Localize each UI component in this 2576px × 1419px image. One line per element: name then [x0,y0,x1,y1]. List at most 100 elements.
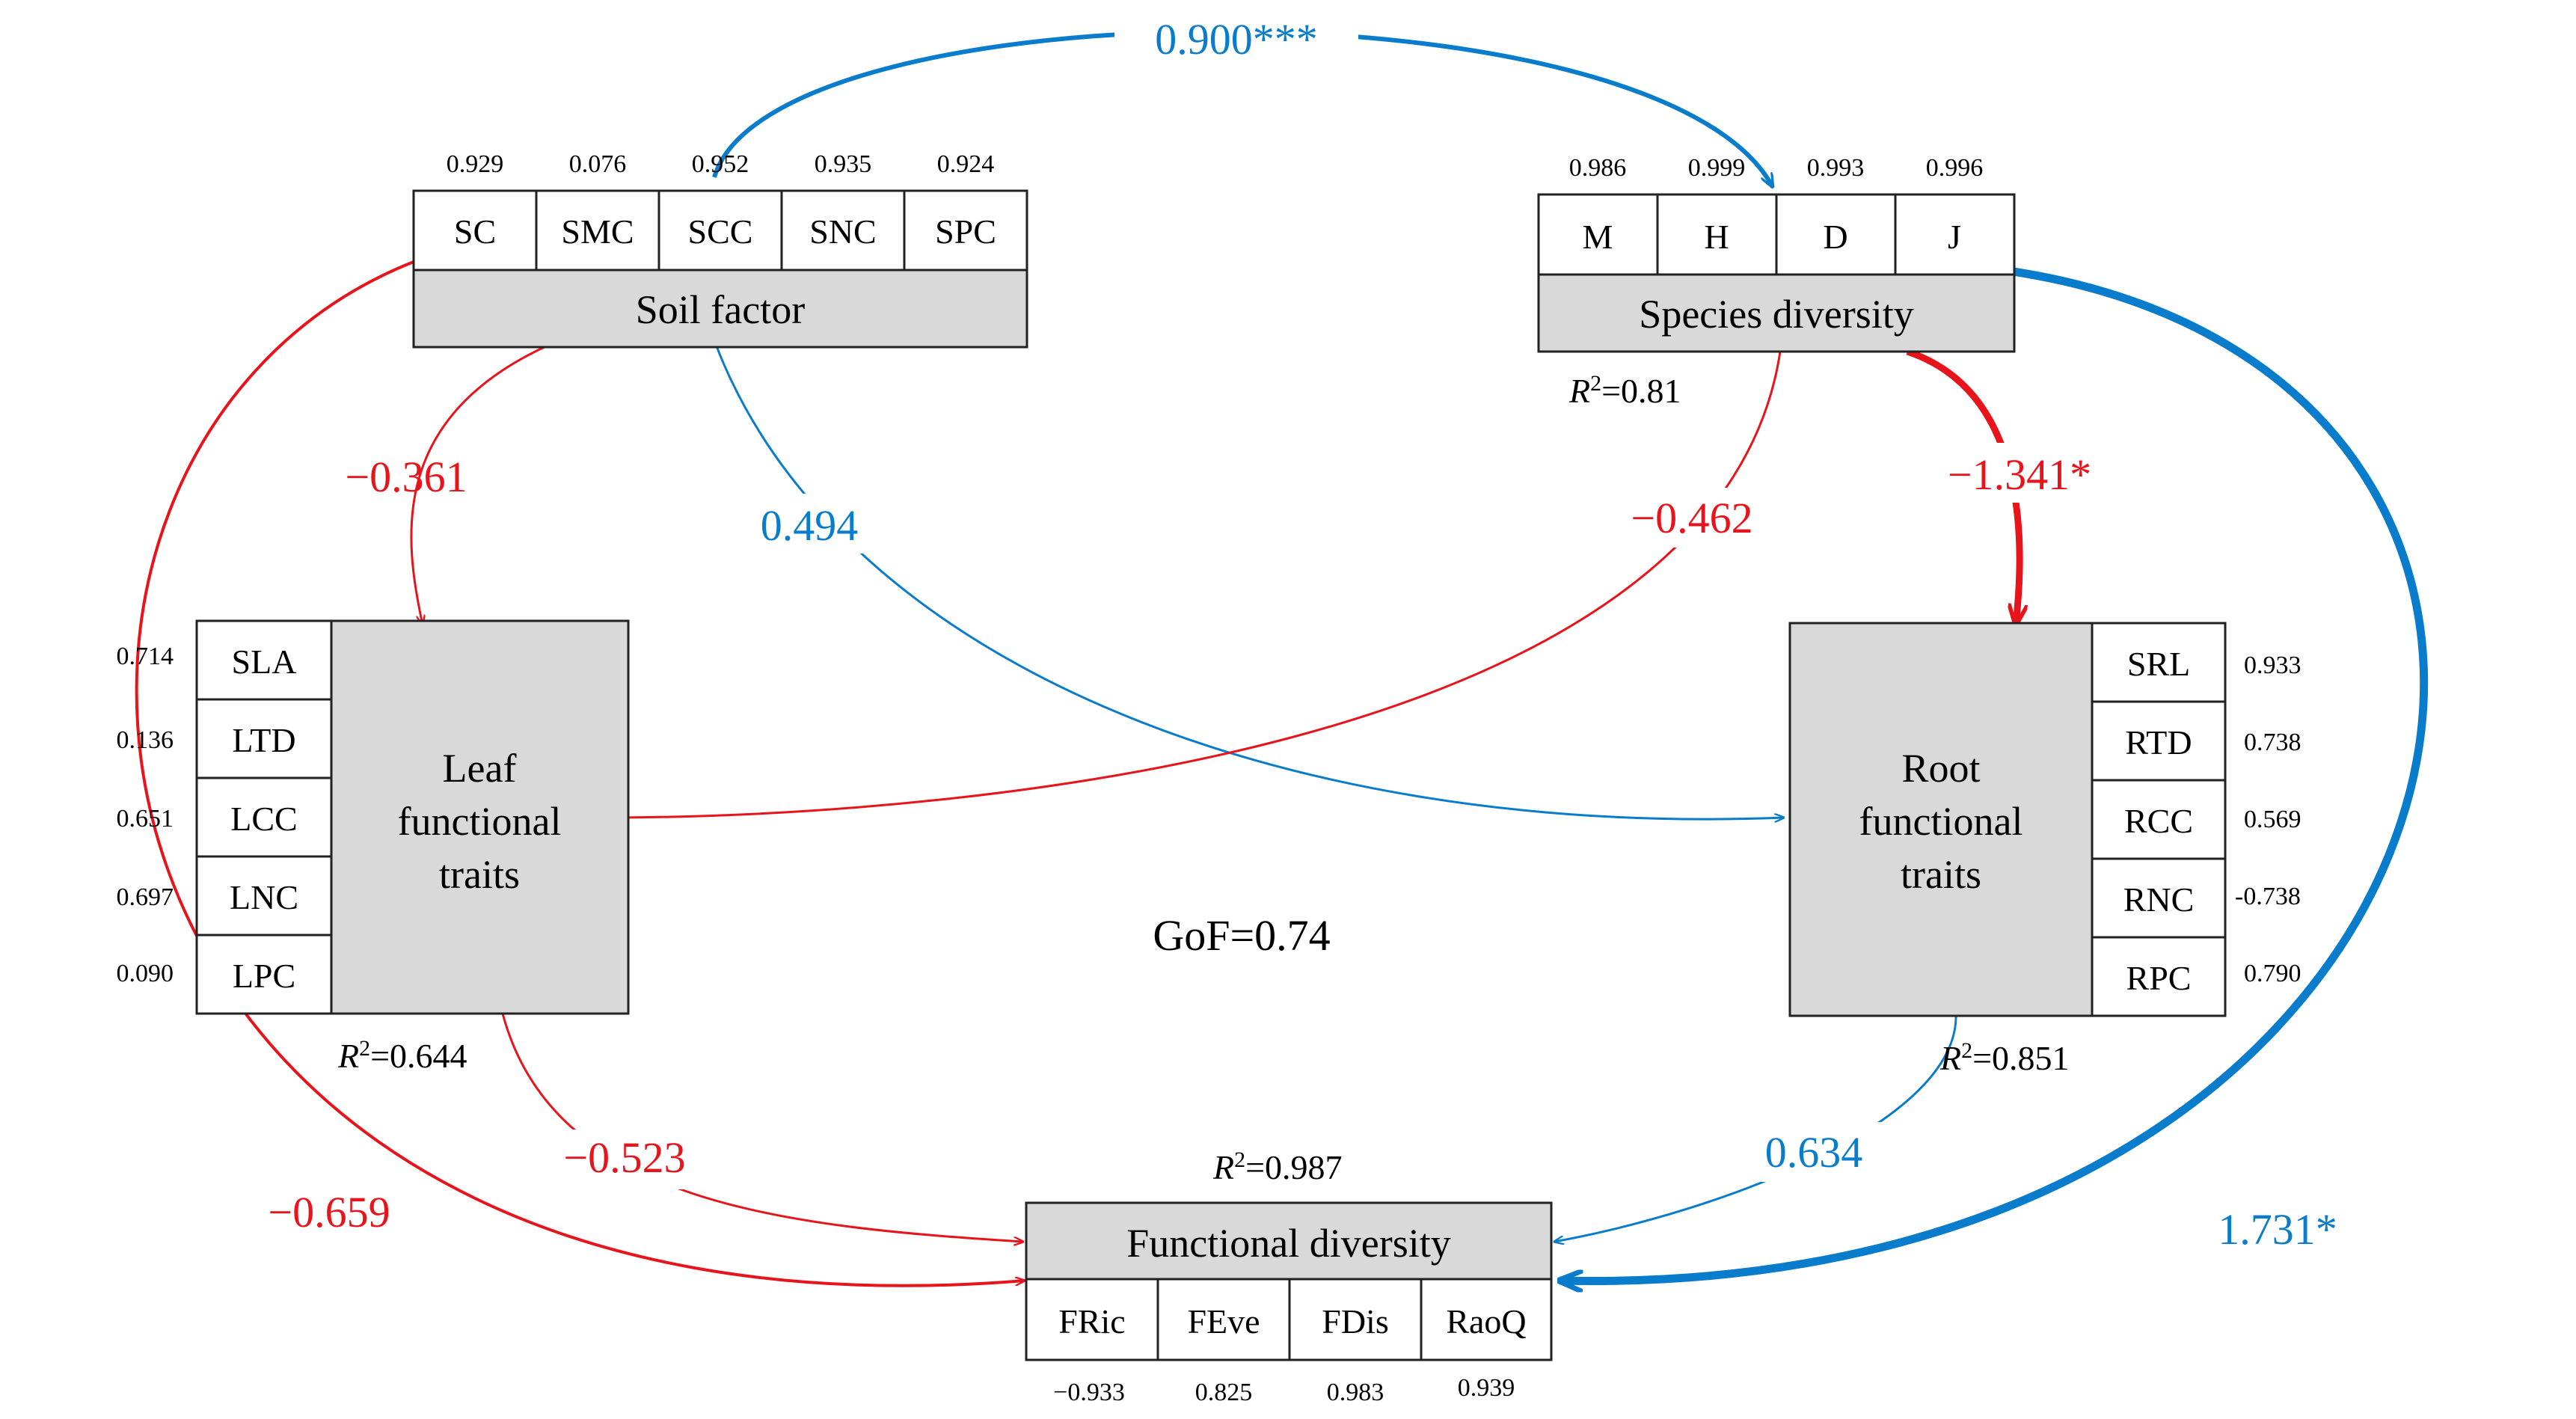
functional-r2-value: =0.987 [1245,1148,1342,1186]
soil-item-label: SC [454,212,496,251]
soil-item-label: SMC [561,212,634,251]
species-title: Species diversity [1639,292,1913,337]
root-title-line: Root [1901,746,1980,791]
functional-item-label: FRic [1058,1302,1125,1340]
species-item-label: H [1704,218,1729,256]
r2-superscript: 2 [1234,1147,1245,1172]
soil-item-label: SPC [935,212,996,251]
leaf-item-label: LNC [230,878,298,916]
leaf-r2-value: =0.644 [370,1037,467,1075]
r2-superscript: 2 [1590,371,1601,396]
soil-cell-scc [657,189,783,272]
leaf-cell-sla [195,619,333,701]
coef-species-leaf: −0.462 [1631,494,1752,542]
species-r2-value: =0.81 [1601,372,1681,410]
species-item-label: D [1823,218,1847,256]
root-title-line: traits [1901,852,1981,897]
functional-item-label: RaoQ [1446,1302,1526,1340]
leaf-item-label: LCC [230,800,297,838]
root-item-label: RPC [2126,959,2192,997]
coef-leaf-functional: −0.523 [563,1133,685,1182]
soil-factor-box: SC SMC SCC SNC SPC Soil factor 0.929 0.0… [412,150,1028,349]
leaf-title-line: functional [398,799,562,844]
root-item-label: RCC [2124,802,2193,840]
functional-title: Functional diversity [1126,1221,1450,1266]
coef-species-root: −1.341* [1948,450,2091,499]
species-cell-j [1894,193,2016,276]
coef-root-functional: 0.634 [1765,1128,1863,1177]
path-soil-leaf [410,345,547,625]
root-traits-box: SRL RTD RCC RNC RPC Root functional trai… [1788,622,2301,1078]
species-diversity-box: M H D J Species diversity 0.986 0.999 0.… [1537,154,2016,410]
functional-item-label: FDis [1322,1302,1388,1340]
functional-r2: R2=0.987 [1212,1147,1343,1187]
path-soil-functional [135,260,1025,1287]
label-backdrop [748,494,875,554]
soil-cell-smc [535,189,660,272]
leaf-loading: 0.697 [117,883,174,911]
species-item-label: M [1583,218,1613,256]
leaf-item-label: SLA [232,643,297,681]
leaf-item-label: LTD [232,721,295,759]
label-backdrop [542,1130,714,1189]
leaf-loading: 0.136 [117,726,174,754]
soil-item-label: SCC [688,212,753,251]
species-loading: 0.996 [1926,154,1984,182]
coef-soil-functional: −0.659 [268,1188,390,1236]
label-backdrop [1608,488,1780,548]
leaf-traits-box: SLA LTD LCC LNC LPC Leaf functional trai… [117,619,630,1076]
functional-item-label: FEve [1187,1302,1260,1340]
functional-loading: −0.933 [1053,1379,1125,1406]
coef-soil-leaf: −0.361 [345,453,467,501]
soil-title-bar [412,269,1028,349]
root-loading: 0.933 [2244,652,2301,679]
label-backdrop [2192,1198,2364,1258]
r2-symbol: R [337,1037,359,1075]
leaf-loading: 0.090 [117,960,174,987]
path-species-functional [1560,266,2429,1281]
root-r2: R2=0.851 [1939,1038,2070,1078]
species-loading: 0.986 [1569,154,1627,182]
functional-title-bar [1025,1201,1553,1281]
root-item-label: SRL [2127,645,2190,683]
functional-cell-raoq [1420,1278,1553,1361]
soil-title: Soil factor [636,287,805,332]
label-backdrop [243,1182,415,1242]
root-loading: 0.790 [2244,960,2301,987]
r2-superscript: 2 [1961,1038,1972,1063]
species-item-label: J [1948,218,1961,256]
functional-cell-feve [1156,1278,1291,1361]
functional-loading: 0.939 [1458,1374,1515,1402]
leaf-r2: R2=0.644 [337,1036,467,1076]
functional-loading: 0.825 [1195,1379,1253,1406]
leaf-loading: 0.714 [117,643,174,670]
soil-loading: 0.935 [815,150,872,178]
leaf-loading: 0.651 [117,805,174,833]
leaf-cell-lcc [195,776,333,858]
soil-loading: 0.076 [569,150,627,178]
species-loading: 0.999 [1688,154,1746,182]
root-r2-value: =0.851 [1972,1039,2069,1077]
soil-cell-snc [780,189,906,272]
r2-symbol: R [1939,1039,1961,1077]
leaf-cell-ltd [195,698,333,779]
soil-loading: 0.952 [692,150,749,178]
leaf-title-panel [330,619,630,1015]
root-loading: -0.738 [2235,883,2301,910]
leaf-title-line: Leaf [443,746,517,791]
root-cell-rcc [2091,779,2227,860]
root-loading: 0.569 [2244,806,2301,833]
path-leaf-functional [501,1013,1023,1242]
species-title-bar [1537,273,2016,353]
r2-symbol: R [1212,1148,1234,1186]
soil-item-label: SNC [809,212,876,251]
leaf-item-label: LPC [233,957,295,995]
species-loading: 0.993 [1807,154,1865,182]
label-backdrop [1114,9,1358,66]
coef-species-functional: 1.731* [2218,1205,2337,1254]
path-soil-root [715,346,1784,819]
label-backdrop [1919,443,2120,503]
soil-cell-spc [903,189,1028,272]
